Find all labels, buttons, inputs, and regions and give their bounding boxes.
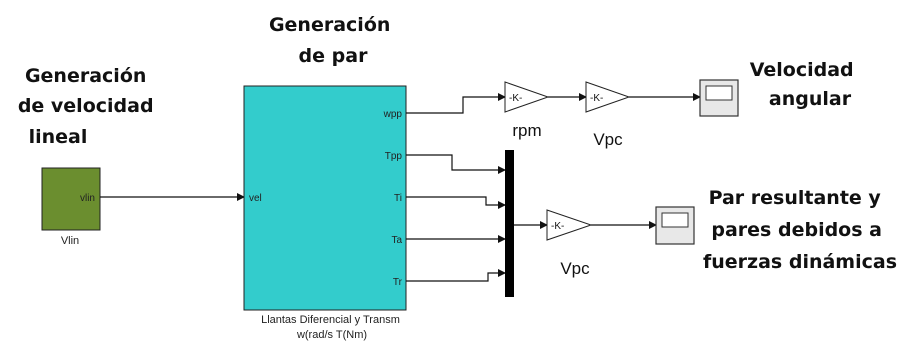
mux-bar[interactable]: [505, 150, 514, 297]
gain-vpc-top-label: Vpc: [593, 130, 623, 149]
heading-torque-generation: Generación de par: [269, 14, 397, 67]
gain-vpc-bottom-label: Vpc: [560, 259, 590, 278]
wire-tr-to-mux: [406, 269, 506, 282]
subsystem-out-port-wpp: wpp: [383, 109, 403, 120]
wire-wpp-to-rpm: [406, 93, 506, 114]
heading-velocity-generation: Generación de velocidad lineal: [18, 65, 160, 148]
subsystem-in-port-vel: vel: [249, 193, 262, 204]
gain-rpm-text: -K-: [509, 93, 522, 104]
gain-vpc-top-text: -K-: [590, 93, 603, 104]
gain-rpm-label: rpm: [512, 121, 541, 140]
subsystem-out-port-ti: Ti: [394, 193, 402, 204]
gain-vpc-top[interactable]: [585, 81, 631, 113]
scope-icon[interactable]: [699, 79, 739, 117]
subsystem-block[interactable]: [243, 85, 407, 311]
vlin-block[interactable]: [41, 167, 101, 231]
vlin-port-label: vlin: [80, 193, 95, 204]
vlin-block-name: Vlin: [61, 235, 79, 247]
scope-icon[interactable]: [655, 206, 695, 245]
wire-tpp-to-mux: [406, 154, 506, 174]
gain-vpc-bottom-text: -K-: [551, 221, 564, 232]
gain-rpm[interactable]: [504, 81, 550, 113]
wire-ti-to-mux: [406, 196, 506, 209]
subsystem-out-port-tpp: Tpp: [385, 151, 403, 162]
heading-angular-velocity: Velocidad angular: [750, 59, 861, 110]
heading-torque-results: Par resultante y pares debidos a fuerzas…: [703, 187, 897, 273]
gain-vpc-bottom[interactable]: [546, 209, 593, 241]
subsystem-out-port-tr: Tr: [393, 277, 403, 288]
subsystem-block-name: Llantas Diferencial y Transm w(rad/s T(N…: [261, 314, 403, 341]
subsystem-out-port-ta: Ta: [391, 235, 402, 246]
